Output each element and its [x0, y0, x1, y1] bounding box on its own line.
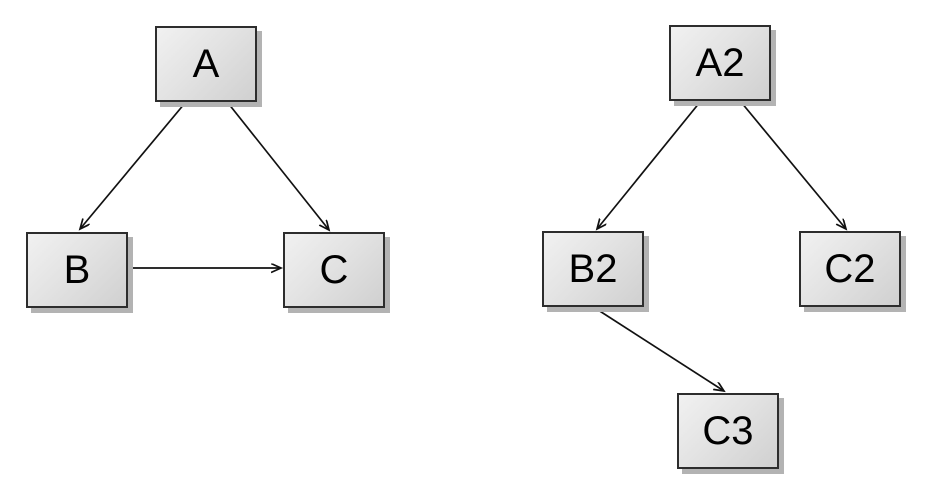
node-label: B	[63, 248, 91, 292]
node-label: B2	[568, 247, 618, 291]
node-A2[interactable]: A2	[669, 25, 771, 101]
edge-B2-C3[interactable]	[594, 307, 724, 391]
node-label: C	[319, 248, 349, 292]
node-label: C2	[824, 247, 876, 291]
node-label: A	[192, 42, 220, 86]
edge-A2-C2[interactable]	[740, 101, 846, 229]
edge-A2-B2[interactable]	[597, 101, 701, 229]
node-label: A2	[695, 41, 745, 85]
node-C3[interactable]: C3	[677, 393, 779, 469]
node-C[interactable]: C	[283, 232, 385, 308]
edge-A-C[interactable]	[227, 102, 329, 230]
node-label: C3	[702, 409, 754, 453]
node-C2[interactable]: C2	[799, 231, 901, 307]
node-B[interactable]: B	[26, 232, 128, 308]
node-A[interactable]: A	[155, 26, 257, 102]
edge-A-B[interactable]	[80, 102, 186, 229]
node-B2[interactable]: B2	[542, 231, 644, 307]
